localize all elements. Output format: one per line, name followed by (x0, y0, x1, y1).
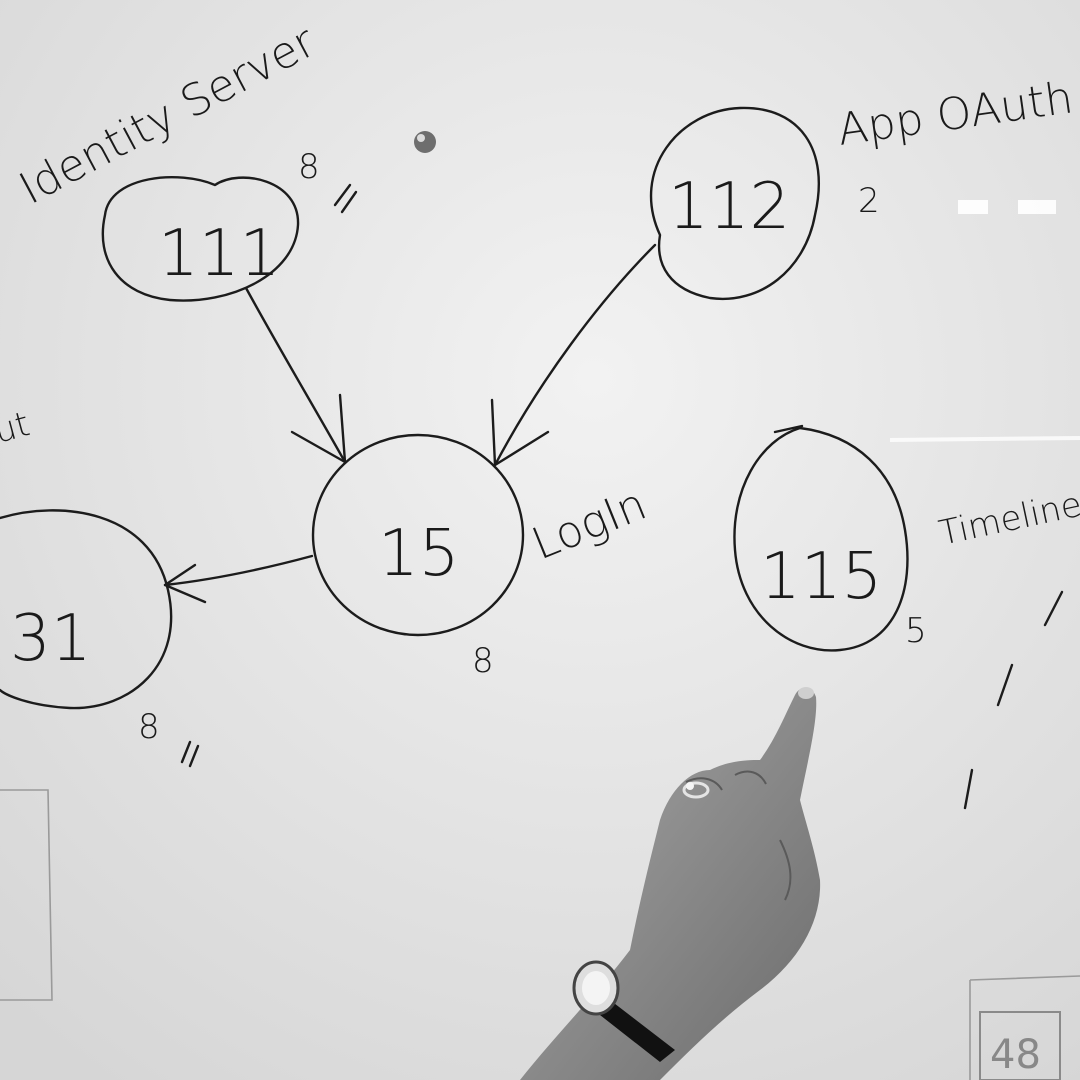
corner-number-frame: 48 (969, 975, 1080, 1080)
node-31: 31 8 (0, 509, 200, 768)
erased-box (0, 789, 53, 1001)
node-112: 112 2 (649, 106, 880, 301)
node-115-id: 115 (760, 540, 882, 614)
node-111-id: 111 (158, 217, 280, 291)
node-15-estimate: 8 (472, 641, 494, 681)
magnet-icon (414, 131, 436, 153)
edge-15-to-31 (163, 554, 314, 604)
node-31-id: 31 (10, 602, 91, 676)
light-reflections (889, 200, 1080, 442)
node-15: 15 8 (311, 433, 525, 681)
node-115-estimate: 5 (905, 611, 927, 651)
node-111: 111 8 (101, 147, 358, 302)
node-15-id: 15 (378, 517, 459, 591)
ring-icon (682, 781, 710, 799)
pointing-hand-icon (520, 687, 821, 1080)
partial-strokes (773, 424, 1064, 810)
edge-111-to-15 (244, 286, 347, 464)
wristwatch-icon (572, 960, 675, 1062)
edge-112-to-15 (490, 243, 657, 467)
node-115: 115 5 (733, 426, 927, 652)
corner-number: 48 (990, 1032, 1041, 1078)
node-112-id: 112 (668, 170, 790, 244)
node-112-estimate: 2 (858, 181, 880, 221)
node-111-estimate: 8 (298, 147, 320, 187)
node-31-estimate: 8 (138, 707, 160, 747)
